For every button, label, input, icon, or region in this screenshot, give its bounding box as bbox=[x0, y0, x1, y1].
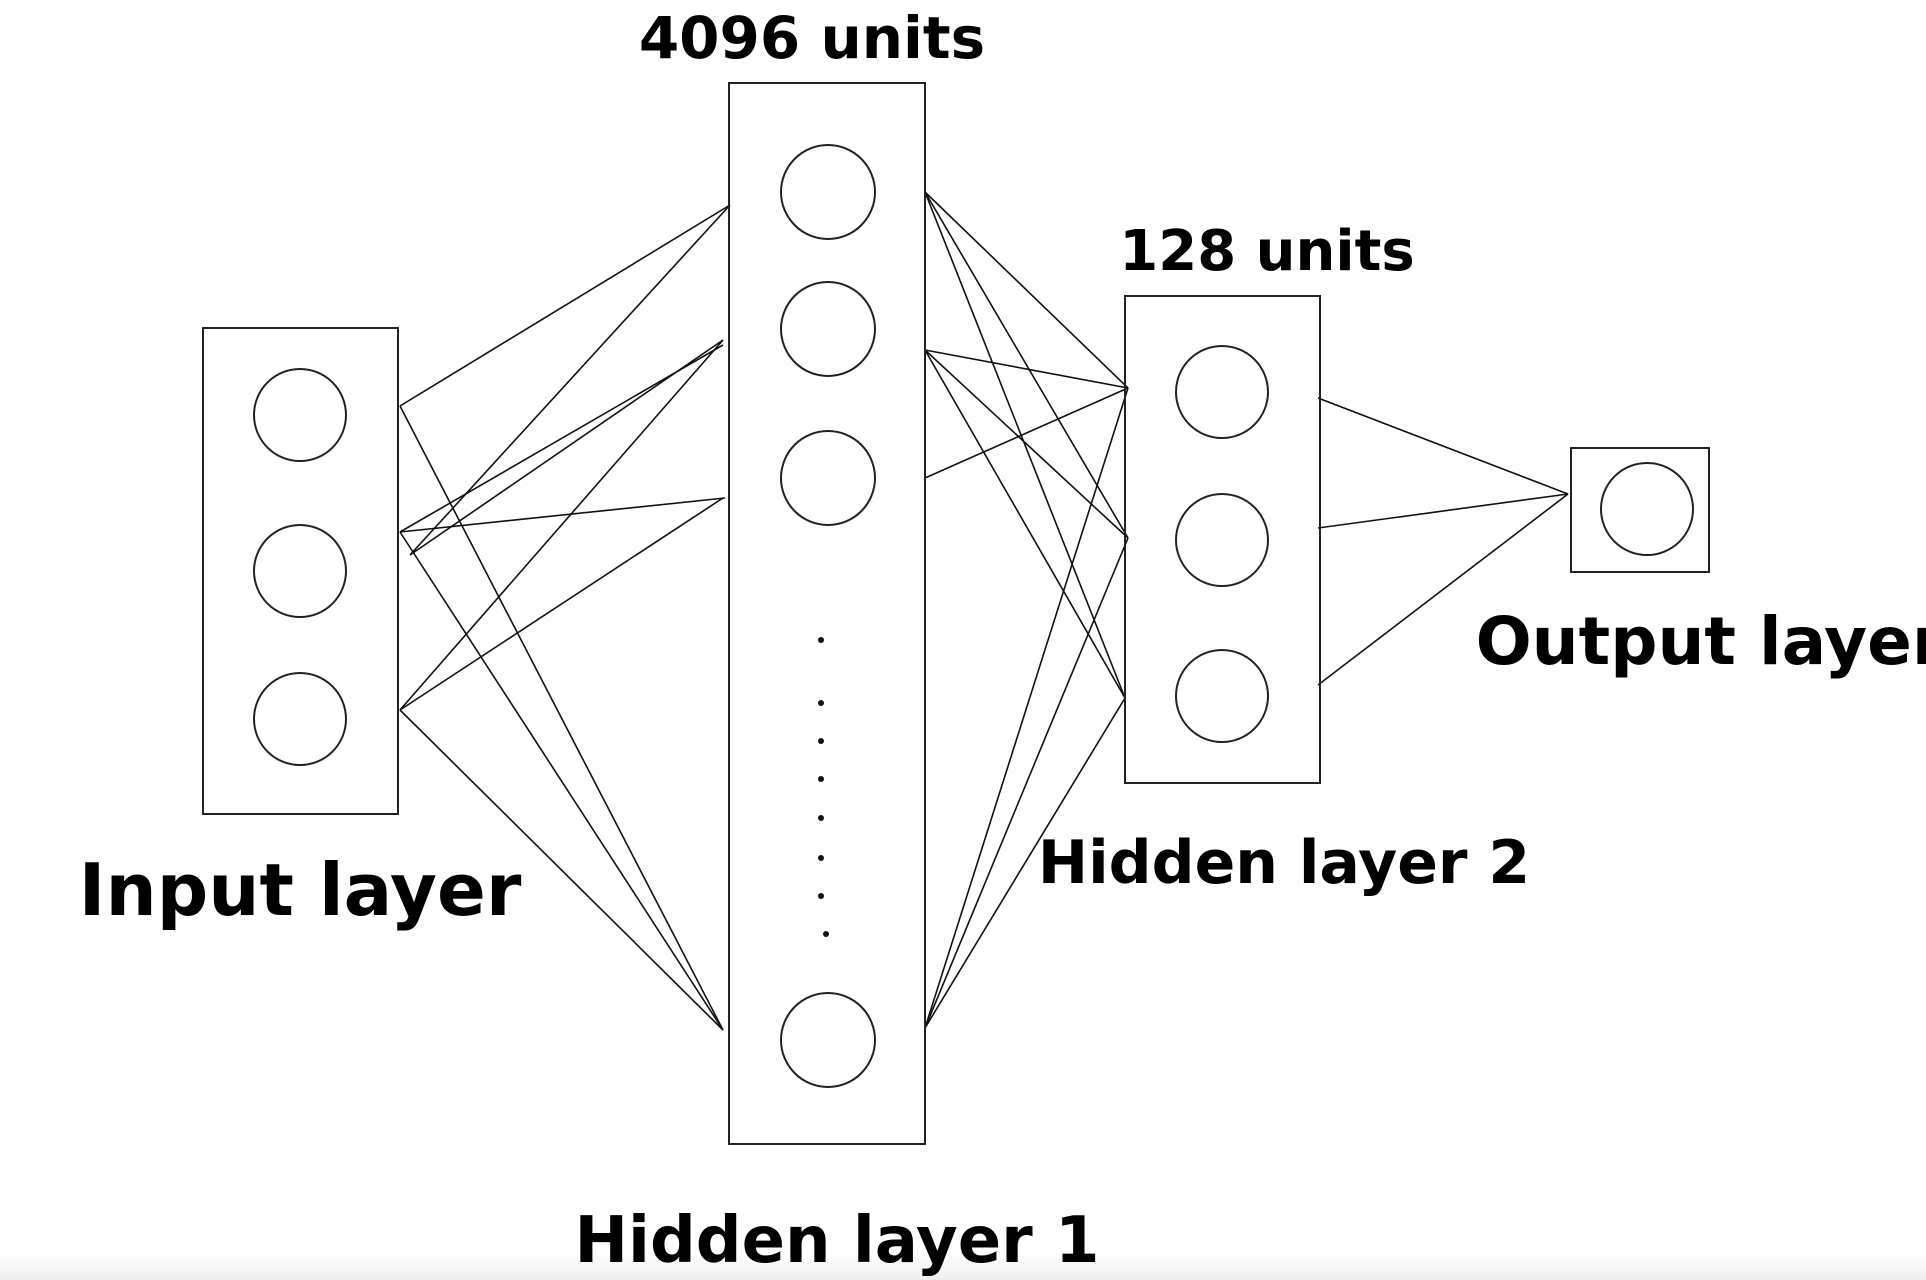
output-node bbox=[1600, 462, 1694, 556]
connection-line bbox=[924, 349, 1129, 539]
hidden-layer-1-label: Hidden layer 1 bbox=[574, 1204, 1099, 1278]
ellipsis-dot bbox=[818, 855, 824, 861]
ellipsis-dot bbox=[823, 931, 829, 937]
ellipsis-dot bbox=[818, 815, 824, 821]
connection-line bbox=[1317, 493, 1569, 686]
connection-line bbox=[399, 497, 724, 711]
hidden-layer-1 bbox=[728, 82, 926, 1145]
hidden2-units-label: 128 units bbox=[1119, 219, 1414, 284]
connection-line bbox=[399, 497, 726, 533]
connection-line bbox=[924, 697, 1126, 1029]
hidden-layer-2-label: Hidden layer 2 bbox=[1038, 828, 1530, 898]
connection-line bbox=[399, 204, 731, 407]
connection-line bbox=[409, 204, 731, 556]
connection-line bbox=[1317, 493, 1569, 529]
connection-line bbox=[924, 349, 1126, 699]
connection-line bbox=[409, 339, 724, 556]
connection-line bbox=[924, 537, 1129, 1029]
connection-line bbox=[924, 191, 1129, 539]
hidden-layer-2-box bbox=[1124, 295, 1321, 784]
connection-line bbox=[1317, 397, 1569, 495]
connection-line bbox=[924, 191, 1129, 389]
hidden-layer-2 bbox=[1124, 295, 1321, 784]
hidden2-node bbox=[1175, 493, 1269, 587]
hidden1-node bbox=[780, 281, 876, 377]
connection-line bbox=[924, 349, 1129, 389]
ellipsis-dot bbox=[818, 637, 824, 643]
output-layer-label: Output layer bbox=[1476, 603, 1926, 680]
connection-line bbox=[399, 405, 724, 1031]
output-layer-box bbox=[1570, 447, 1710, 573]
input-node bbox=[253, 368, 347, 462]
connection-line bbox=[924, 191, 1126, 699]
hidden1-node bbox=[780, 144, 876, 240]
ellipsis-dot bbox=[818, 893, 824, 899]
ellipsis-dot bbox=[818, 700, 824, 706]
connection-line bbox=[924, 387, 1129, 479]
input-layer bbox=[202, 327, 399, 815]
hidden1-node bbox=[780, 992, 876, 1088]
connection-line bbox=[924, 387, 1129, 1029]
ellipsis-dot bbox=[818, 776, 824, 782]
bottom-shadow bbox=[0, 1252, 1926, 1280]
hidden1-units-label: 4096 units bbox=[639, 4, 985, 72]
connection-line bbox=[399, 339, 724, 711]
hidden2-node bbox=[1175, 649, 1269, 743]
connection-line bbox=[399, 709, 724, 1031]
hidden1-node bbox=[780, 430, 876, 526]
ellipsis-dot bbox=[818, 738, 824, 744]
ellipsis-dots bbox=[818, 637, 829, 937]
connections bbox=[399, 191, 1569, 1031]
input-node bbox=[253, 672, 347, 766]
connection-line bbox=[399, 531, 724, 1031]
hidden2-node bbox=[1175, 345, 1269, 439]
output-layer bbox=[1570, 447, 1710, 573]
hidden-layer-1-box bbox=[728, 82, 926, 1145]
input-layer-box bbox=[202, 327, 399, 815]
input-node bbox=[253, 524, 347, 618]
input-layer-label: Input layer bbox=[79, 848, 522, 932]
